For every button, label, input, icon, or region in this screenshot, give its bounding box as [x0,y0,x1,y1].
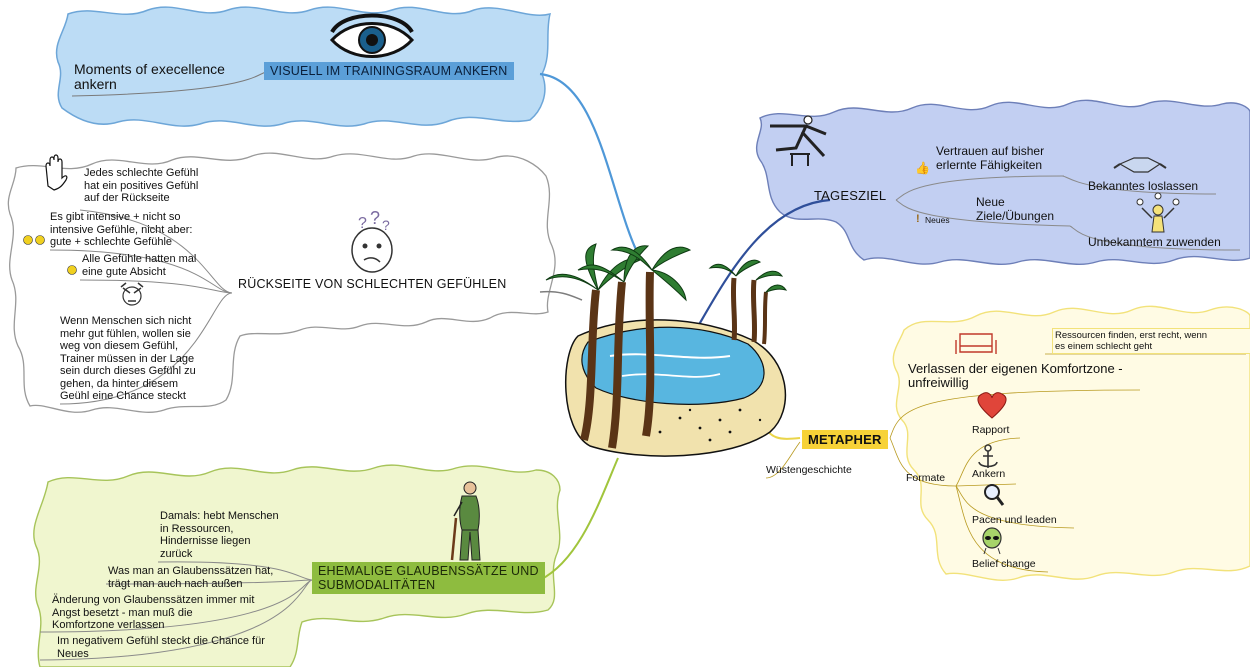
item-rueckseite-4: Wenn Menschen sich nicht mehr gut fühlen… [60,315,196,402]
glaubenssaetze-branches [39,561,313,661]
smiley-icon [23,235,77,275]
eye-icon [329,13,415,58]
alien-icon [982,527,1002,555]
item-glaubens-3: Änderung von Glaubenssätzen immer mit An… [52,594,255,631]
connector-glaubenssaetze [539,457,619,581]
angry-face-icon [120,282,144,306]
item-glaubens-4: Im negativem Gefühl steckt die Chance fü… [57,635,265,660]
magnifier-icon [984,484,1005,506]
hurdler-icon [770,115,827,166]
topic-tagesziel[interactable]: TAGESZIEL [814,188,887,203]
connector-tagesziel [689,198,831,341]
metapher-branches [765,353,1246,573]
cloud-metapher [892,305,1250,581]
connector-visuell [539,72,641,259]
heart-icon [977,392,1007,419]
tagesziel-branches [895,175,1241,251]
old-man-icon [450,481,481,561]
cloud-tagesziel [755,99,1250,266]
palm-island-icon [545,243,788,457]
item-rueckseite-3: Alle Gefühle hatten mal eine gute Absich… [82,253,197,278]
topic-rueckseite[interactable]: RÜCKSEITE VON SCHLECHTEN GEFÜHLEN [238,277,507,291]
exclamation-icon: ! [916,213,920,225]
visuell-branch [71,71,267,97]
anchor-icon [978,444,998,468]
formate-rapport: Rapport [972,424,1010,436]
cloud-rueckseite [7,152,556,413]
formate-ankern: Ankern [972,468,1006,480]
rueckseite-branches [49,209,233,405]
topic-metapher[interactable]: METAPHER [802,430,888,449]
tagesziel-branch-1-sub: Bekanntes loslassen [1088,179,1199,193]
note-moments: Moments of execellence ankern [74,61,225,92]
metapher-formate: Formate [906,472,946,484]
metapher-note: Ressourcen finden, erst recht, wenn es e… [1052,328,1250,354]
confused-face-icon: ? ? ? [351,208,393,273]
topic-glaubenssaetze[interactable]: EHEMALIGE GLAUBENSSÄTZE UND SUBMODALITÄT… [312,562,545,594]
metapher-branch-top: Verlassen der eigenen Komfortzone - unfr… [908,361,1123,390]
svg-text:?: ? [358,215,367,232]
cloud-glaubenssaetze [33,464,561,667]
tagesziel-branch-2-sub: Unbekanntem zuwenden [1088,235,1221,249]
juggler-icon [1136,192,1180,233]
metapher-wuestengeschichte: Wüstengeschichte [766,464,852,476]
handshake-icon [1113,157,1167,173]
tagesziel-branch-2: Neue Ziele/Übungen [976,195,1055,223]
thumbs-icon: 👍 [915,161,930,175]
formate-pacen: Pacen und leaden [972,514,1057,526]
svg-text:?: ? [382,217,390,233]
item-glaubens-1: Damals: hebt Menschen in Ressourcen, Hin… [160,510,279,560]
tagesziel-branch-2-tag: Neues [925,215,950,225]
item-glaubens-2: Was man an Glaubenssätzen hat, trägt man… [108,565,274,590]
connector-rueckseite [539,290,583,301]
formate-belief: Belief change [972,558,1036,570]
topic-visuell[interactable]: VISUELL IM TRAININGSRAUM ANKERN [264,62,514,80]
sofa-icon [955,333,997,354]
item-rueckseite-2: Es gibt intensive + nicht so intensive G… [50,211,193,248]
svg-text:?: ? [370,208,380,228]
item-rueckseite-1: Jedes schlechte Gefühl hat ein positives… [84,167,199,204]
tagesziel-branch-1: Vertrauen auf bisher erlernte Fähigkeite… [936,144,1045,172]
hand-icon [45,154,68,191]
